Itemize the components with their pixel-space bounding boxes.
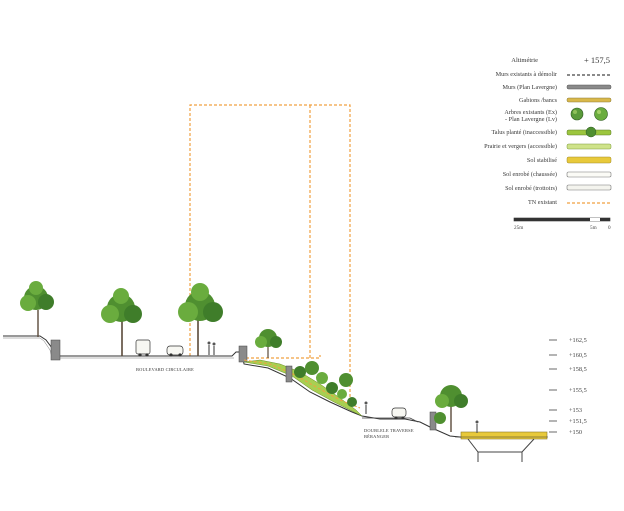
level-label: +151,5 [569, 418, 587, 425]
wall-block [50, 339, 61, 361]
terrain [3, 335, 471, 439]
car [135, 339, 151, 357]
tree-dot-icon [585, 126, 597, 138]
terrace-bridge [455, 431, 548, 462]
street-label-traverse-2: BÉRANGER [364, 434, 389, 439]
person [207, 341, 216, 355]
vehicles-people [135, 339, 479, 433]
street-label-boulevard: BOULEVARD CIRCULAIRE [136, 367, 194, 372]
tree [255, 329, 282, 358]
street-label-traverse: DOUBLELE TRAVERSE [364, 428, 414, 433]
scale-label-middle: 5m [590, 225, 597, 231]
white-bar-icon [566, 184, 612, 191]
yellow-bar-icon [566, 156, 612, 164]
legend-item-label: Arbres existants (Ex) [504, 109, 557, 116]
grey-bar-icon [566, 84, 612, 90]
car [391, 407, 407, 420]
wall-block [285, 365, 293, 383]
tree [20, 281, 54, 337]
white-bar-icon [566, 171, 612, 178]
light-green-bar-icon [566, 143, 612, 150]
tree [178, 283, 223, 356]
legend-item-label: Sol enrobé (chaussée) [503, 171, 557, 178]
legend: Altimétrie + 157,5 Murs existants à démo… [484, 55, 612, 231]
person [364, 401, 368, 414]
legend-item-label: Sol enrobé (trottoirs) [505, 185, 557, 192]
legend-altimetry-label: Altimétrie [511, 57, 538, 64]
legend-item-label: TN existant [528, 199, 557, 206]
legend-item-label: Prairie et vergers (accessible) [484, 143, 557, 150]
tree [101, 288, 142, 356]
level-label: +158,5 [569, 366, 587, 373]
level-label: +162,5 [569, 337, 587, 344]
level-markers: +162,5 +160,5 +158,5 +155,5 +153 +151,5 … [549, 337, 587, 436]
level-label: +160,5 [569, 352, 587, 359]
legend-item-label: Murs (Plan Lavergne) [502, 84, 557, 91]
tree [434, 385, 468, 432]
legend-item-label: Talus planté (inaccessible) [491, 129, 557, 136]
wall-block [238, 345, 248, 363]
legend-item-label: Sol stabilisé [527, 157, 557, 164]
car [166, 345, 184, 357]
slope-planting [243, 359, 363, 417]
person [475, 420, 479, 433]
tree-symbols-icon [570, 107, 608, 121]
existing-building-outline [189, 104, 351, 405]
trees [20, 281, 468, 432]
level-label: +153 [569, 407, 582, 414]
scale-label-left: 25m [514, 225, 523, 231]
ochre-bar-icon [566, 97, 612, 103]
legend-item-label: Gabions /bancs [519, 97, 558, 104]
level-label: +150 [569, 429, 582, 436]
legend-altimetry-value: + 157,5 [584, 55, 610, 65]
scale-bar: 25m 5m 0 [513, 217, 611, 231]
legend-item-label: Murs existants à démolir [496, 71, 557, 78]
shrub-cluster [294, 361, 357, 407]
legend-item-label: - Plan Lavergne (Lv) [505, 116, 557, 123]
scale-label-right: 0 [608, 225, 611, 231]
level-label: +155,5 [569, 387, 587, 394]
